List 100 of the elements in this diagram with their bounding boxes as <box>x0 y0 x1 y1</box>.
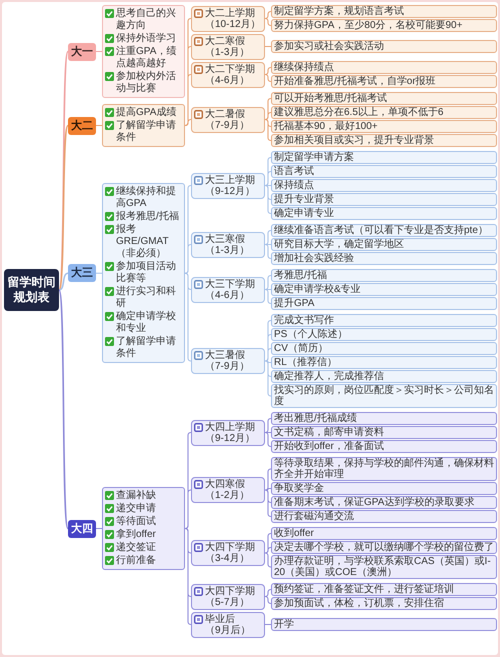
subtopic-label: 进行套磁沟通交流 <box>271 510 497 523</box>
checklist-item: 确定申请学校和专业 <box>116 311 177 336</box>
period-label: 大二上学期（10-12月） <box>205 8 262 30</box>
connector-line <box>264 596 272 604</box>
checklist-card <box>102 5 185 98</box>
checklist-item: 行前准备 <box>116 555 156 567</box>
subtopic-label: 制定留学申请方案 <box>271 151 497 164</box>
period-label: 大四下学期（5-7月） <box>205 586 256 608</box>
subtopic-label: 提升GPA <box>271 297 497 310</box>
connector-line <box>264 18 272 26</box>
subtopic-label: 制定留学方案，规划语言考试 <box>271 5 497 18</box>
checklist-item: 提高GPA成绩 <box>116 107 176 119</box>
year-topic: 大一 <box>68 42 96 60</box>
year-topic: 大三 <box>68 264 96 282</box>
subtopic-label: 找实习的原则，岗位匹配度＞实习时长＞公司知名度 <box>271 384 497 408</box>
connector-line <box>264 589 272 597</box>
period-topic <box>191 420 265 446</box>
connector-line <box>184 528 192 625</box>
period-topic <box>191 62 265 88</box>
subtopic-label: 考出雅思/托福成绩 <box>271 412 497 425</box>
connector-line <box>264 418 272 433</box>
period-topic <box>191 6 265 32</box>
connector-line <box>264 119 272 141</box>
subtopic-label: 保持绩点 <box>271 179 497 192</box>
subtopic-label: 建议雅思总分在6.5以上，单项不低于6 <box>271 106 497 119</box>
checklist-item: 拿到offer <box>116 529 156 541</box>
period-label: 大四上学期（9-12月） <box>205 422 256 444</box>
checklist-item: 继续保持和提高GPA <box>116 186 177 210</box>
subtopic-label: 办理存款证明，与学校联系索取CAS（英国）或I-20（美国）或COE（澳洲） <box>271 555 497 579</box>
subtopic-label: 决定去哪个学校，就可以缴纳哪个学校的留位费了 <box>271 541 497 554</box>
checklist-card <box>102 104 185 147</box>
subtopic-label: 可以开始考雅思/托福考试 <box>271 92 497 105</box>
period-label: 大三寒假（1-3月） <box>205 234 250 256</box>
subtopic-label: 确定推荐人，完成推荐信 <box>271 370 497 383</box>
subtopic-label: 文书定稿，邮寄申请资料 <box>271 426 497 439</box>
subtopic-label: 等待录取结果，保持与学校的邮件沟通，确保材料齐全并开始审理 <box>271 457 497 481</box>
connector-line <box>96 51 102 52</box>
year-topic: 大二 <box>68 116 96 134</box>
connector-line <box>264 468 272 490</box>
period-label: 大二寒假（1-3月） <box>205 36 250 58</box>
subtopic-label: 增加社会实践经验 <box>271 252 497 265</box>
connector-line <box>264 185 272 214</box>
subtopic-label: 语言考试 <box>271 165 497 178</box>
connector-line <box>264 46 272 47</box>
connector-line <box>264 490 272 517</box>
connector-line <box>96 272 102 274</box>
connector-line <box>264 11 272 19</box>
connector-line <box>264 432 272 447</box>
subtopic-label: 托福基本90，最好100+ <box>271 120 497 133</box>
connector-line <box>264 244 272 259</box>
checklist-card <box>102 487 185 570</box>
period-label: 大三上学期（9-12月） <box>205 174 256 196</box>
connector-line <box>264 112 272 120</box>
checklist-item: 思考自己的兴趣方向 <box>116 8 177 32</box>
connector-line <box>264 348 272 362</box>
connector-line <box>264 74 272 82</box>
period-label: 大二下学期（4-6月） <box>205 64 256 86</box>
subtopic-label: 努力保持GPA，至少80分，名校可能要90+ <box>271 19 497 32</box>
connector-line <box>184 490 192 529</box>
subtopic-label: 开始收到offer，准备面试 <box>271 440 497 453</box>
connector-line <box>264 171 272 186</box>
connector-line <box>58 125 69 290</box>
connector-line <box>264 67 272 75</box>
connector-line <box>96 528 102 529</box>
subtopic-label: 继续准备语言考试（可以看下专业是否支持pte） <box>271 224 497 237</box>
period-label: 大四寒假（1-2月） <box>205 479 250 501</box>
connector-line <box>264 275 272 290</box>
connector-line <box>264 624 272 625</box>
period-topic <box>191 540 265 566</box>
connector-line <box>184 119 192 126</box>
checklist-item: 注重GPA，绩点越高越好 <box>116 46 178 70</box>
subtopic-label: 考雅思/托福 <box>271 269 497 282</box>
period-label: 大三下学期（4-6月） <box>205 278 256 300</box>
checklist-item: 等待面试 <box>116 516 156 528</box>
checklist-item: 了解留学申请条件 <box>116 336 177 360</box>
period-label: 毕业后（9月后） <box>205 614 252 636</box>
period-label: 大三暑假（7-9月） <box>205 350 250 372</box>
connector-line <box>184 244 192 274</box>
central-topic: 留学时间规划表 <box>4 269 59 311</box>
checklist-item: 进行实习和科研 <box>116 286 177 310</box>
connector-line <box>264 230 272 245</box>
period-topic <box>191 477 265 503</box>
connector-line <box>96 125 102 126</box>
checklist-item: 查漏补缺 <box>116 490 156 502</box>
subtopic-label: CV（简历） <box>271 342 497 355</box>
checklist-item: 参加校内外活动与比赛 <box>116 71 177 95</box>
subtopic-label: 参加预面试，体检，订机票，安排住宿 <box>271 597 497 610</box>
period-label: 大四下学期（3-4月） <box>205 542 256 564</box>
period-topic <box>191 612 265 638</box>
checklist-item: 保持外语学习 <box>116 33 176 45</box>
period-topic <box>191 172 265 198</box>
connector-line <box>264 289 272 304</box>
subtopic-label: 提升专业背景 <box>271 193 497 206</box>
connector-line <box>264 360 272 396</box>
period-topic <box>191 106 265 132</box>
subtopic-label: 确定申请专业 <box>271 207 497 220</box>
checklist-item: 递交申请 <box>116 503 156 515</box>
subtopic-label: 准备期末考试，保证GPA达到学校的录取要求 <box>271 496 497 509</box>
checklist-card <box>102 183 185 364</box>
subtopic-label: 参加相关项目或实习，提升专业背景 <box>271 134 497 147</box>
